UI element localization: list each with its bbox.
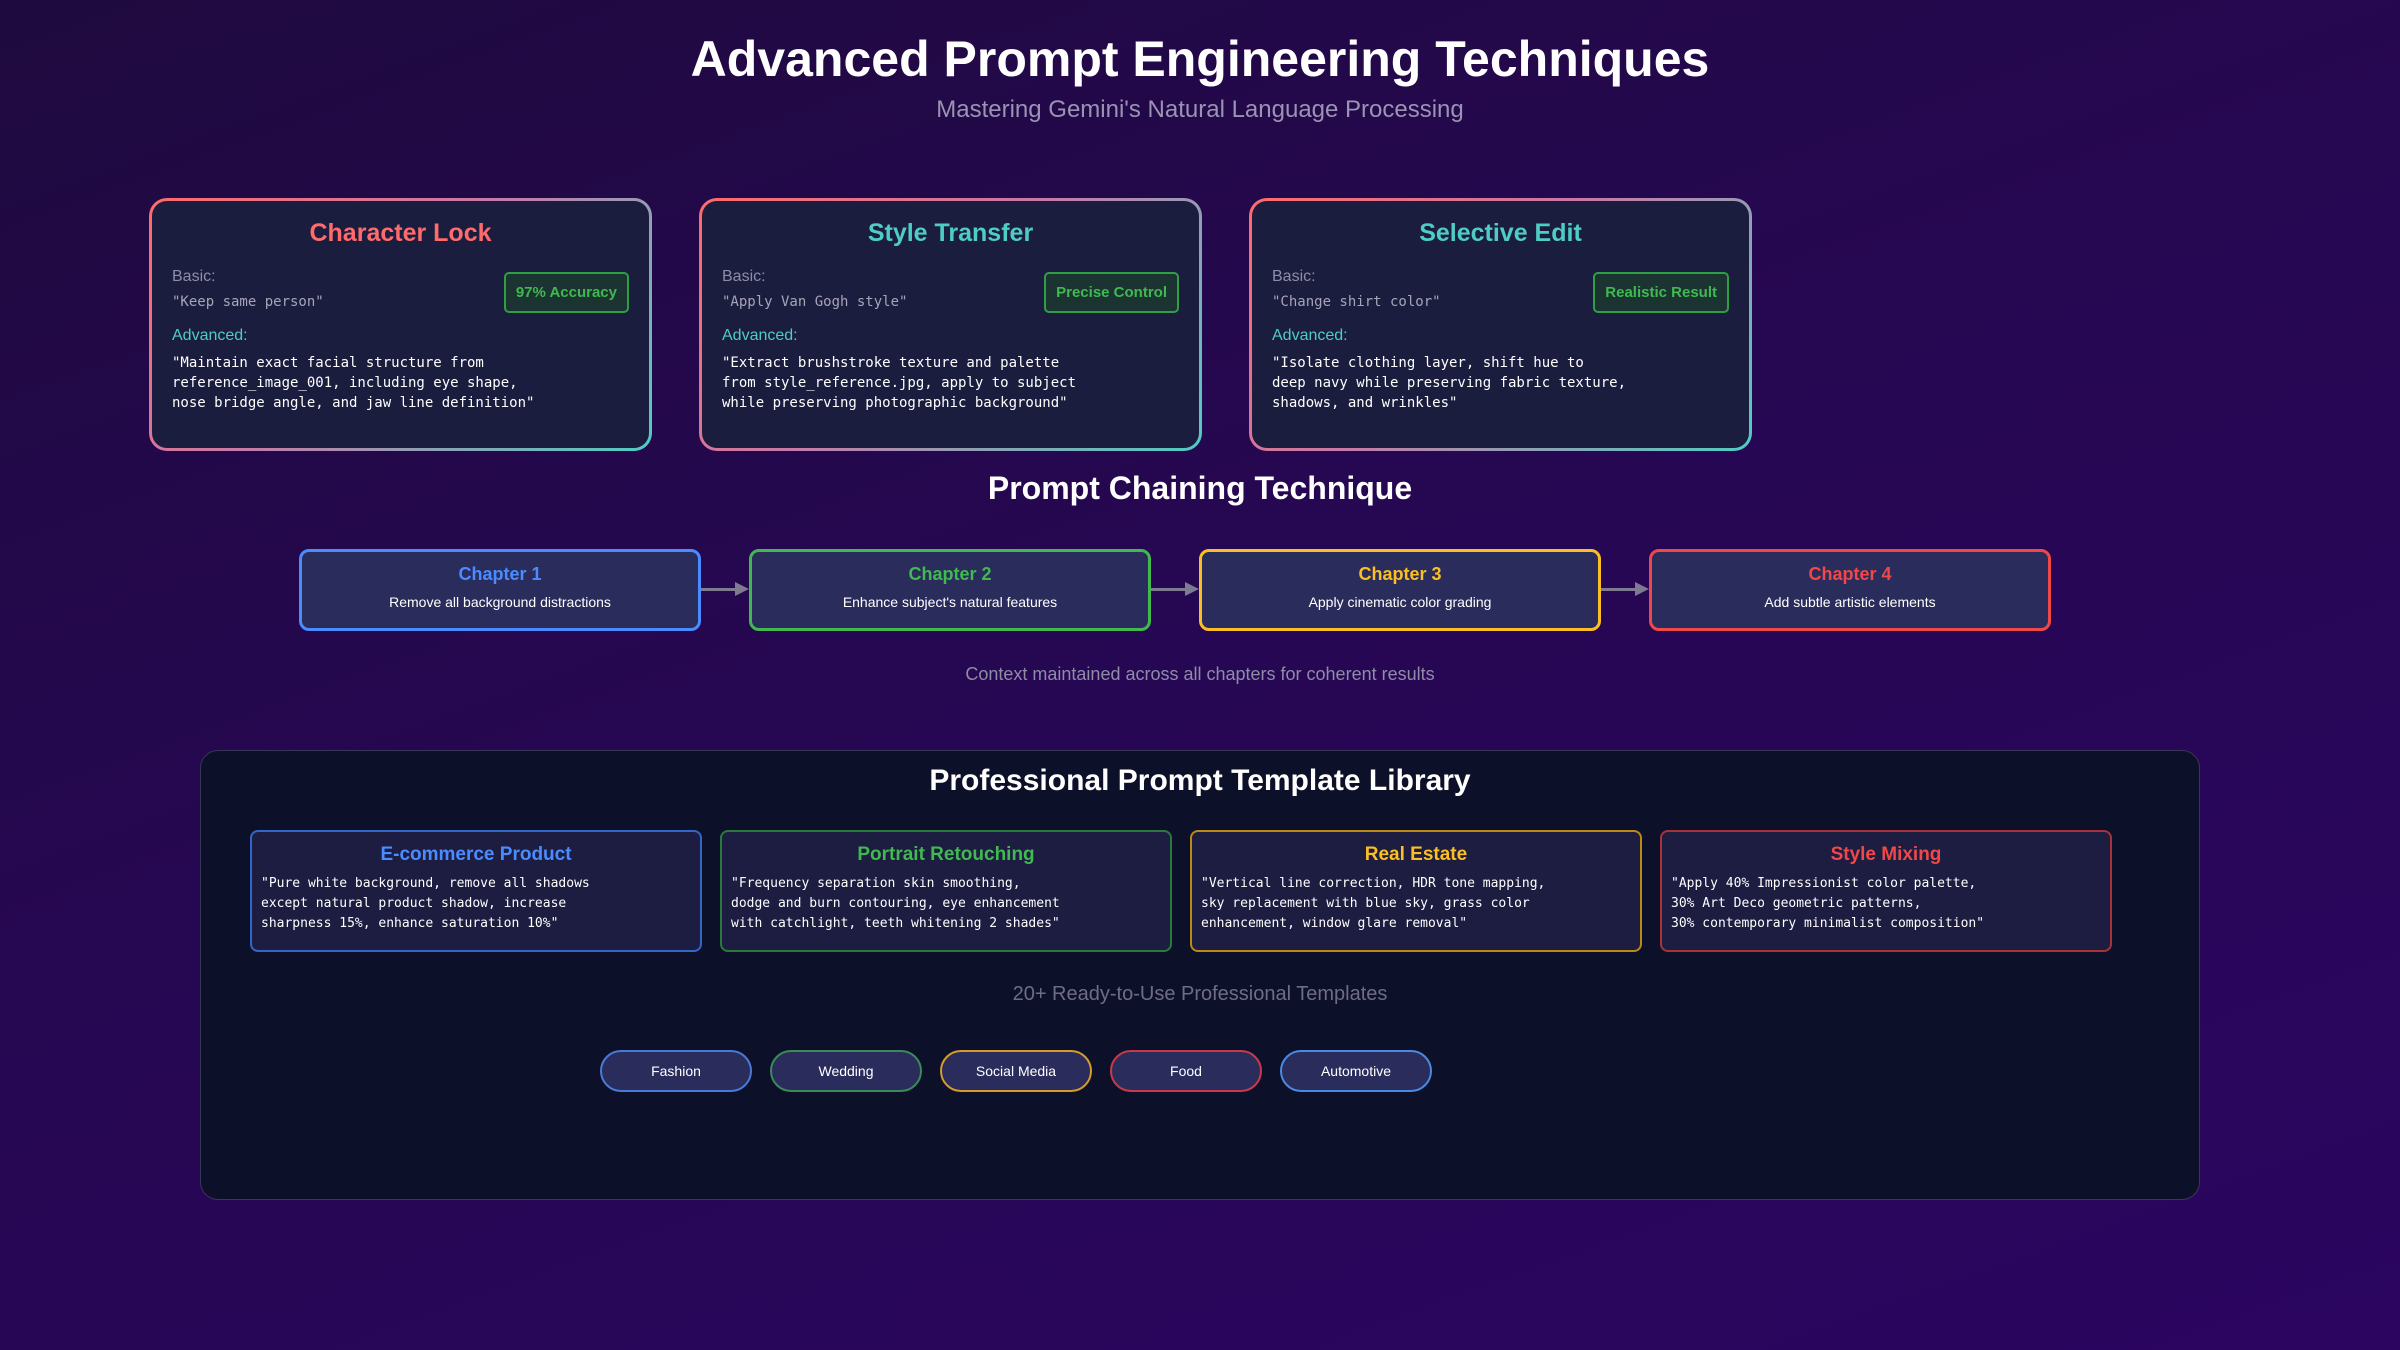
basic-label: Basic:: [172, 268, 216, 285]
library-title: Professional Prompt Template Library: [929, 764, 1471, 797]
chapter-2-box: Chapter 2 Enhance subject's natural feat…: [749, 549, 1151, 631]
chapter-title: Chapter 2: [908, 564, 992, 584]
template-library-panel: Professional Prompt Template Library E-c…: [200, 750, 2200, 1200]
template-title: Real Estate: [1364, 844, 1468, 865]
technique-card-character-lock: Character Lock Basic: "Keep same person"…: [149, 198, 652, 451]
advanced-prompt: "Isolate clothing layer, shift hue to de…: [1272, 355, 1627, 411]
result-badge: Precise Control: [1044, 272, 1179, 313]
basic-prompt: "Change shirt color": [1272, 294, 1441, 310]
chapter-title: Chapter 4: [1808, 564, 1892, 584]
chaining-title: Prompt Chaining Technique: [987, 470, 1413, 506]
chapter-description: Remove all background distractions: [389, 594, 611, 610]
result-badge: Realistic Result: [1593, 272, 1729, 313]
page-subtitle: Mastering Gemini's Natural Language Proc…: [936, 96, 1464, 123]
basic-label: Basic:: [1272, 268, 1316, 285]
basic-prompt: "Apply Van Gogh style": [722, 294, 908, 310]
chain-arrow-icon: [1635, 582, 1649, 596]
category-pill-automotive[interactable]: Automotive: [1280, 1050, 1432, 1092]
chaining-note: Context maintained across all chapters f…: [965, 664, 1435, 684]
template-title: E-commerce Product: [380, 844, 572, 865]
technique-title: Character Lock: [309, 219, 492, 247]
advanced-prompt: "Maintain exact facial structure from re…: [172, 355, 535, 411]
template-title: Style Mixing: [1830, 844, 1942, 865]
template-prompt: "Apply 40% Impressionist color palette, …: [1671, 876, 1985, 931]
advanced-label: Advanced:: [1272, 327, 1348, 344]
template-card-ecommerce[interactable]: E-commerce Product "Pure white backgroun…: [250, 830, 702, 952]
chain-arrow-line: [701, 588, 735, 591]
library-note: 20+ Ready-to-Use Professional Templates: [1012, 983, 1388, 1005]
chapter-4-box: Chapter 4 Add subtle artistic elements: [1649, 549, 2051, 631]
advanced-label: Advanced:: [722, 327, 798, 344]
advanced-prompt: "Extract brushstroke texture and palette…: [722, 355, 1077, 411]
basic-prompt: "Keep same person": [172, 294, 324, 310]
category-pill-food[interactable]: Food: [1110, 1050, 1262, 1092]
chapter-description: Apply cinematic color grading: [1308, 594, 1492, 610]
result-badge: 97% Accuracy: [503, 272, 629, 313]
template-prompt: "Pure white background, remove all shado…: [261, 876, 590, 931]
technique-title: Selective Edit: [1419, 219, 1582, 247]
template-prompt: "Vertical line correction, HDR tone mapp…: [1201, 876, 1546, 931]
template-prompt: "Frequency separation skin smoothing, do…: [731, 876, 1060, 931]
category-pill-fashion[interactable]: Fashion: [600, 1050, 752, 1092]
chapter-3-box: Chapter 3 Apply cinematic color grading: [1199, 549, 1601, 631]
chain-arrow-line: [1601, 588, 1635, 591]
template-card-real-estate[interactable]: Real Estate "Vertical line correction, H…: [1190, 830, 1642, 952]
template-card-portrait[interactable]: Portrait Retouching "Frequency separatio…: [720, 830, 1172, 952]
chain-arrow-icon: [735, 582, 749, 596]
page-title: Advanced Prompt Engineering Techniques: [690, 31, 1710, 87]
chapter-title: Chapter 3: [1358, 564, 1442, 584]
category-pill-social-media[interactable]: Social Media: [940, 1050, 1092, 1092]
category-pill-wedding[interactable]: Wedding: [770, 1050, 922, 1092]
chain-arrow-icon: [1185, 582, 1199, 596]
chapter-description: Enhance subject's natural features: [842, 594, 1058, 610]
technique-title: Style Transfer: [867, 219, 1034, 247]
basic-label: Basic:: [722, 268, 766, 285]
advanced-label: Advanced:: [172, 327, 248, 344]
technique-card-style-transfer: Style Transfer Basic: "Apply Van Gogh st…: [699, 198, 1202, 451]
chain-arrow-line: [1151, 588, 1185, 591]
template-title: Portrait Retouching: [857, 844, 1035, 865]
chapter-description: Add subtle artistic elements: [1764, 594, 1936, 610]
chapter-title: Chapter 1: [458, 564, 542, 584]
template-card-style-mixing[interactable]: Style Mixing "Apply 40% Impressionist co…: [1660, 830, 2112, 952]
technique-card-selective-edit: Selective Edit Basic: "Change shirt colo…: [1249, 198, 1752, 451]
chapter-1-box: Chapter 1 Remove all background distract…: [299, 549, 701, 631]
